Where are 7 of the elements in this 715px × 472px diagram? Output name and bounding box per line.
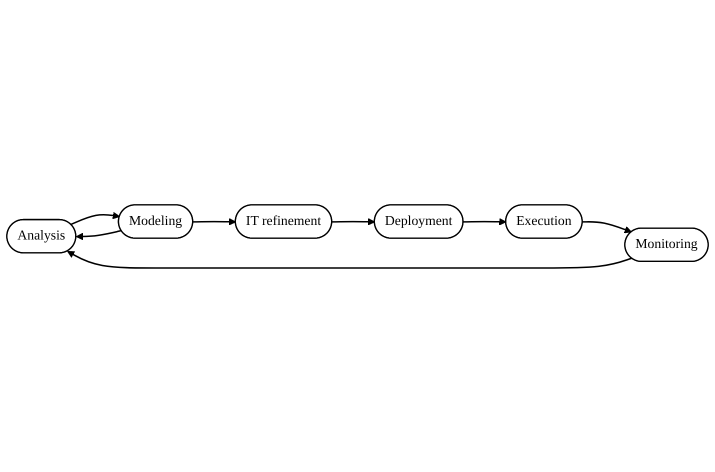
arrow — [193, 218, 236, 226]
arrow — [70, 211, 120, 225]
arrow — [582, 220, 632, 233]
arrow — [332, 218, 376, 226]
arrow — [67, 250, 632, 268]
arrow — [463, 218, 506, 226]
arrow — [76, 229, 122, 240]
